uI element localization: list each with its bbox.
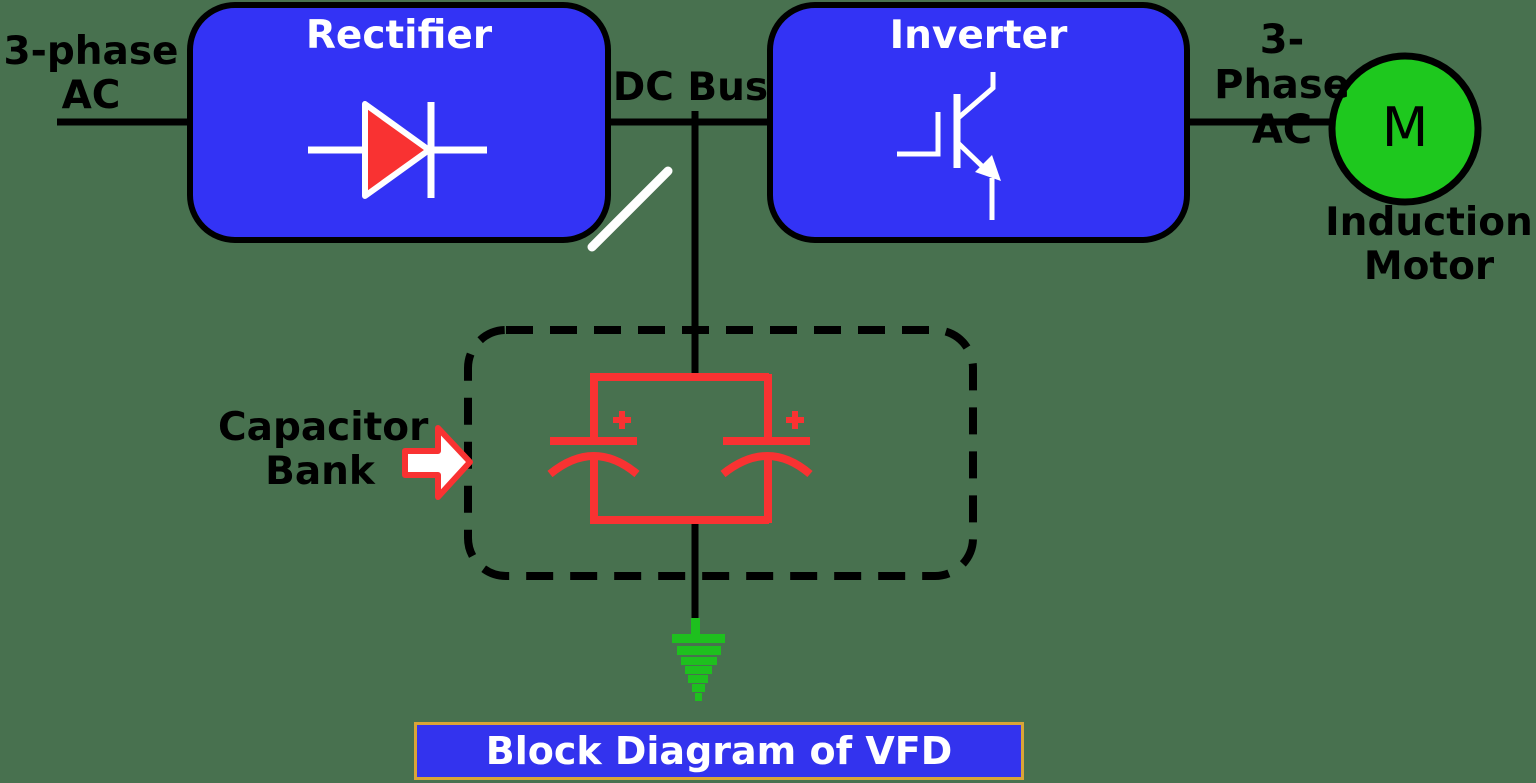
induction-motor-label: Induction Motor [1322,201,1536,288]
capacitor-bank-outline [464,326,977,580]
capacitor-circuit [590,373,772,524]
right-block-arrow-icon [402,425,473,500]
igbt-transistor-icon [897,72,1001,220]
capacitor-bank-line2: Bank [265,448,375,494]
input-phase-label: 3-phase AC [0,30,182,117]
induction-motor-line2: Motor [1363,243,1495,289]
motor-circle [1328,52,1482,206]
output-phase-label: 3-Phase AC [1192,18,1372,152]
plus-polarity-right-icon [786,411,804,429]
inverter-box [767,2,1190,243]
capacitor-bank-label: Capacitor Bank [218,405,429,494]
rectifier-box [187,2,611,243]
capacitor-bank-line1: Capacitor [218,405,429,450]
induction-motor-line1: Induction [1325,200,1533,245]
output-phase-line1: 3-Phase [1214,17,1350,108]
capacitor-right-icon [720,437,813,478]
rectifier-title: Rectifier [305,13,493,58]
white-slash-mark [587,166,673,252]
input-phase-line2: AC [61,72,121,118]
input-phase-line1: 3-phase [3,29,179,74]
diagram-caption: Block Diagram of VFD [414,722,1024,780]
inverter-title: Inverter [889,13,1068,58]
capacitor-left-icon [547,437,640,478]
motor-letter: M [1381,96,1429,159]
plus-polarity-left-icon [613,411,631,429]
diode-icon [308,101,487,199]
dc-bus-label: DC Bus [612,65,769,110]
output-phase-line2: AC [1251,106,1313,153]
earth-ground-icon [672,618,725,701]
